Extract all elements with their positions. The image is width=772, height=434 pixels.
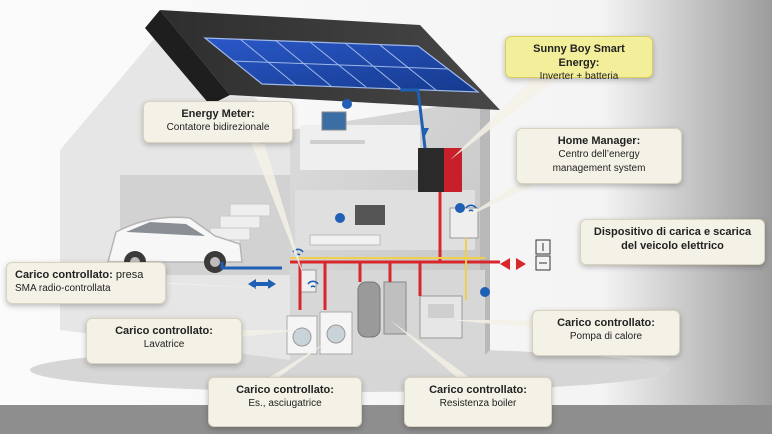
bottom-band <box>0 405 772 434</box>
dryer-icon <box>319 311 353 355</box>
ev-bidirectional-arrow-icon <box>500 258 526 270</box>
callout-title: Carico controllato: <box>15 269 113 281</box>
callout-title: Energy Meter: <box>181 108 255 120</box>
ev-charger-symbol-icon <box>535 239 551 271</box>
callout-title: Carico controllato: <box>236 384 334 396</box>
callout-subtitle: Contatore bidirezionale <box>166 122 270 133</box>
callout-subtitle: Pompa di calore <box>569 331 643 342</box>
roof-edge <box>145 10 230 105</box>
solar-panel-icon <box>203 37 480 93</box>
washer-icon <box>286 315 318 355</box>
callout-subtitle: Resistenza boiler <box>439 398 517 409</box>
callout-subtitle: SMA radio-controllata <box>15 283 111 294</box>
dc-arrow <box>421 128 429 136</box>
laptop-icon <box>321 111 347 131</box>
boiler-icon <box>357 281 407 338</box>
callout-washer: Carico controllato: Lavatrice <box>86 318 242 364</box>
callout-pointers <box>120 72 560 380</box>
callout-ev-charger: Dispositivo di carica e scarica del veic… <box>580 219 765 265</box>
callout-dryer: Carico controllato: Es., asciugatrice <box>208 377 362 427</box>
callout-subtitle: Centro dell’energy <box>558 149 640 160</box>
heat-pump-icon <box>419 295 463 339</box>
callout-subtitle: Lavatrice <box>143 339 185 350</box>
inverter-icon <box>418 148 462 192</box>
ac-lines <box>290 192 500 310</box>
callout-line: del veicolo elettrico <box>621 240 724 252</box>
car-line <box>220 262 282 270</box>
callout-subtitle: Es., asciugatrice <box>248 398 322 409</box>
callout-boiler: Carico controllato: Resistenza boiler <box>404 377 552 427</box>
callout-sunny-boy: Sunny Boy Smart Energy: Inverter + batte… <box>505 36 653 82</box>
callout-heatpump: Carico controllato: Pompa di calore <box>532 310 680 356</box>
callout-title: Home Manager: <box>557 135 641 147</box>
callout-line: Dispositivo di carica e scarica <box>593 226 752 238</box>
desk <box>310 140 365 144</box>
bidirectional-arrow-icon <box>248 279 276 289</box>
info-badge-icon <box>335 99 490 297</box>
callout-title: Carico controllato: <box>429 384 527 396</box>
attic-room <box>300 125 420 170</box>
callout-title-rest: presa <box>112 269 144 281</box>
callout-energy-meter: Energy Meter: Contatore bidirezionale <box>143 101 293 143</box>
callout-socket: Carico controllato: presa SMA radio-cont… <box>6 262 166 304</box>
sofa <box>309 234 381 246</box>
callout-title: Carico controllato: <box>115 325 213 337</box>
callout-home-manager: Home Manager: Centro dell’energy managem… <box>516 128 682 184</box>
car-icon <box>107 216 243 273</box>
tv-icon <box>355 205 385 225</box>
callout-title: Carico controllato: <box>557 317 655 329</box>
callout-subtitle: management system <box>552 163 646 174</box>
callout-subtitle: Inverter + batteria <box>539 71 619 82</box>
callout-title: Sunny Boy Smart Energy: <box>533 43 625 69</box>
